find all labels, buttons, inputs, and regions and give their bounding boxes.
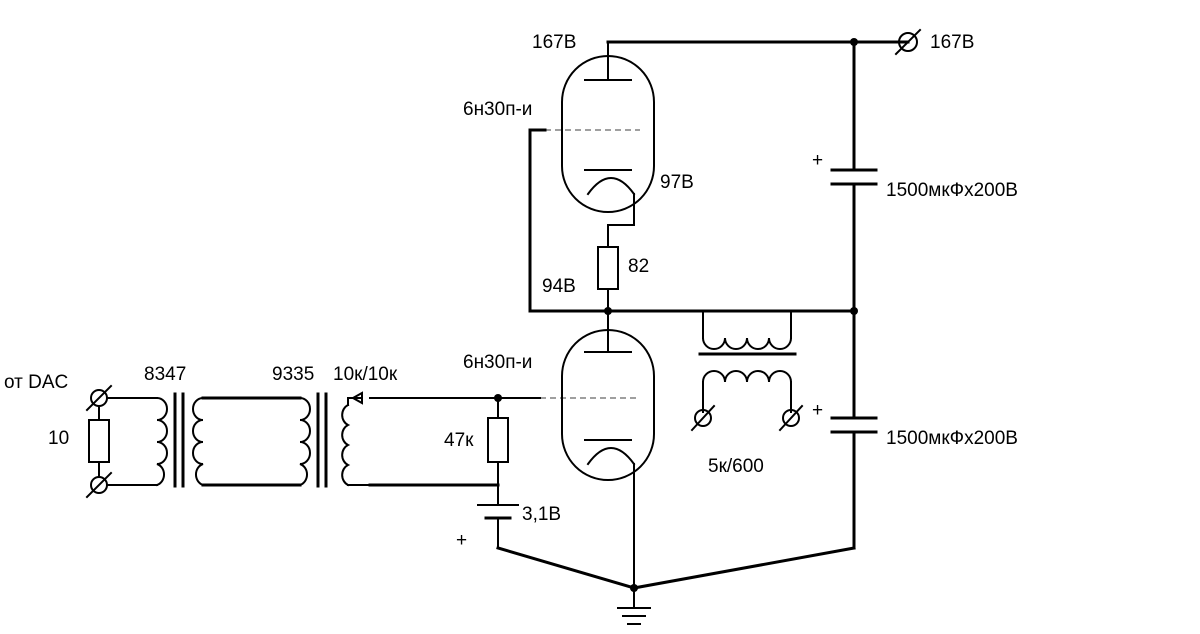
capacitor-top (830, 146, 878, 207)
transformer-9335 (298, 391, 371, 488)
label-grid-resistor: 47к (444, 430, 474, 451)
supply-rail (606, 28, 922, 56)
grid-network (368, 394, 541, 549)
label-plate-bottom-voltage: 94В (542, 276, 576, 297)
label-output-transformer: 5к/600 (708, 456, 764, 477)
label-transformer-8347: 8347 (144, 364, 186, 385)
label-tube-lower-type: 6н30п-и (463, 352, 532, 373)
label-plate-top-voltage: 167В (532, 32, 576, 53)
capacitor-bottom (830, 402, 878, 454)
label-input-source: от DAC (4, 372, 68, 393)
label-cap-top: 1500мкФх200В (886, 180, 1018, 201)
label-transformer-9335-ratio: 10к/10к (333, 364, 398, 385)
label-transformer-9335: 9335 (272, 364, 314, 385)
label-cap-bottom: 1500мкФх200В (886, 428, 1018, 449)
label-supply-voltage: 167В (930, 32, 974, 53)
label-bias-polarity: + (456, 530, 467, 551)
ground-network (496, 546, 856, 625)
tube-lower (540, 310, 655, 589)
right-rail (850, 40, 858, 550)
label-bias-voltage: 3,1В (522, 504, 561, 525)
tube-upper (535, 41, 655, 248)
label-cathode-top-voltage: 97В (660, 172, 694, 193)
upper-grid-wire (528, 128, 856, 313)
transformer-8347 (155, 392, 302, 488)
label-resistor-82: 82 (628, 256, 649, 277)
resistor-82 (597, 246, 619, 315)
label-cap-bottom-polarity: + (812, 400, 823, 421)
input-terminals (85, 384, 158, 499)
label-tube-upper-type: 6н30п-и (463, 99, 532, 120)
output-transformer (690, 310, 804, 432)
label-input-resistor: 10 (48, 428, 69, 449)
label-cap-top-polarity: + (812, 150, 823, 171)
